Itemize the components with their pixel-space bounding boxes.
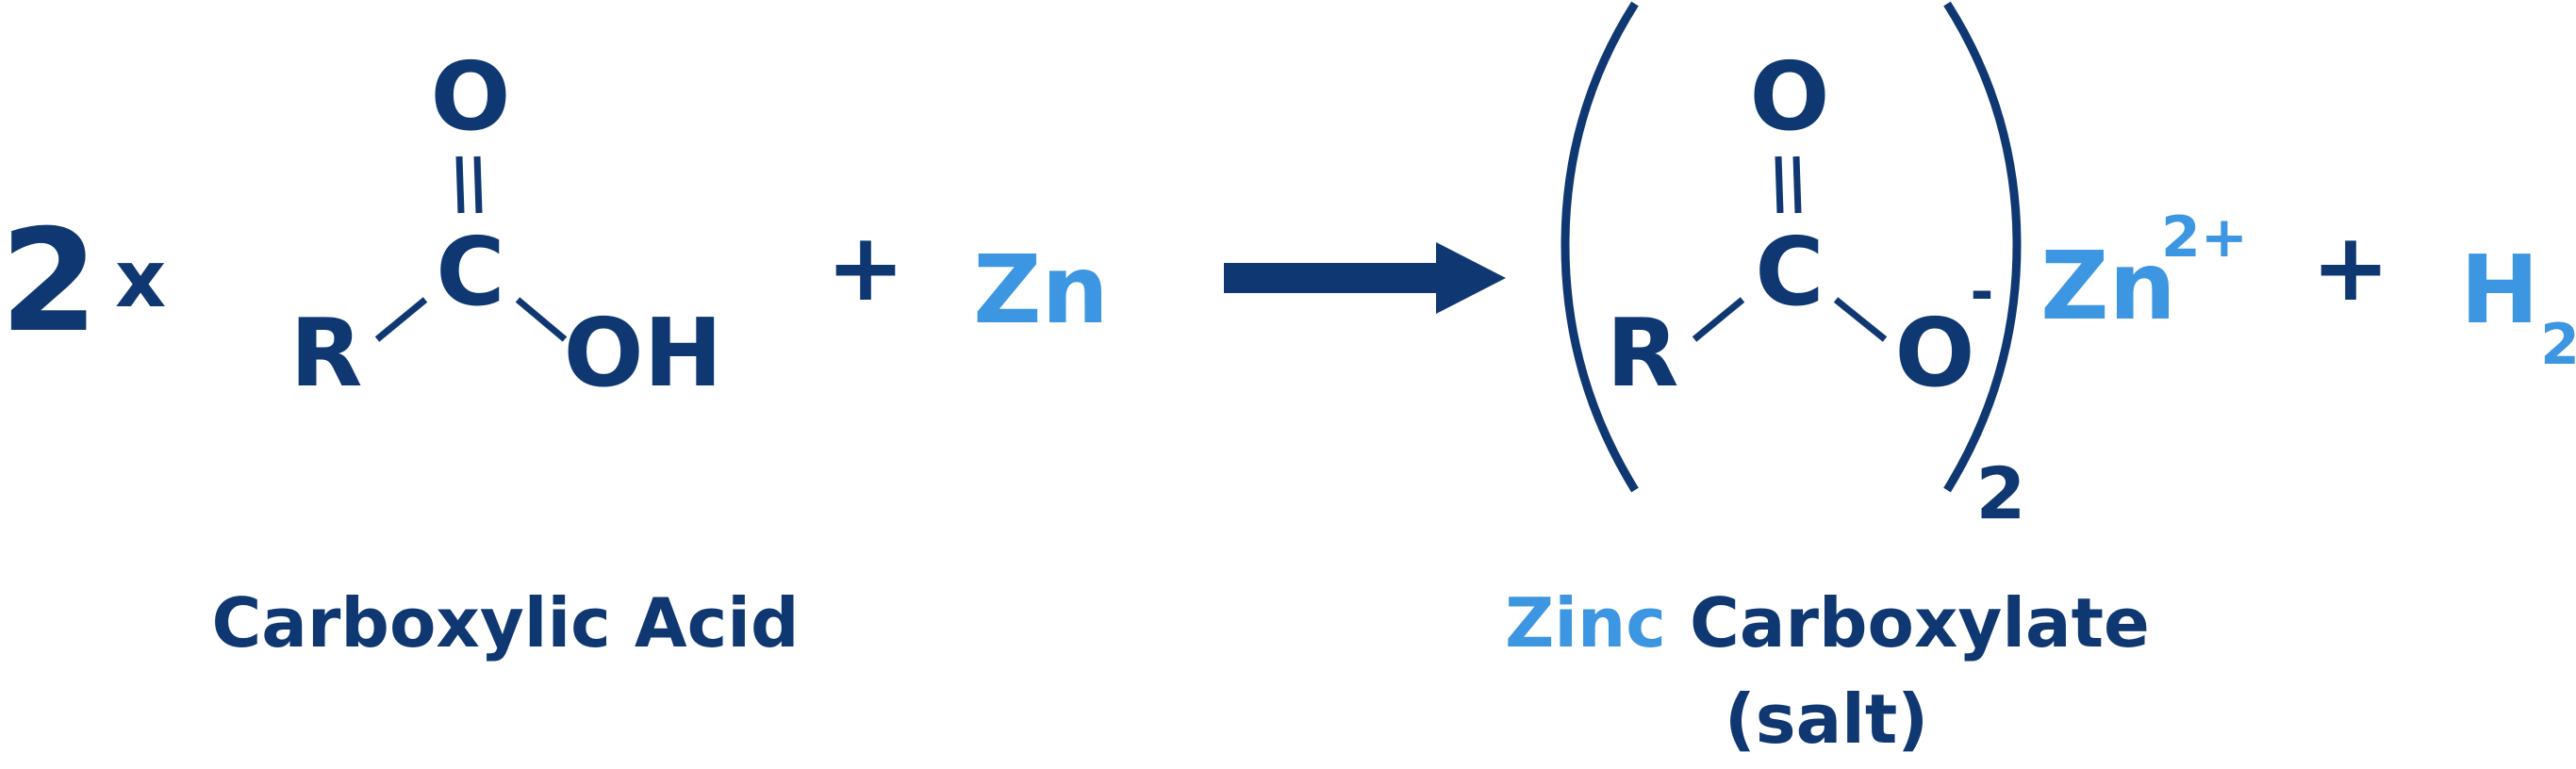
salt-bond-c-o [1833, 297, 1888, 342]
times-sign: x [115, 233, 166, 325]
zinc-ion-charge: 2+ [2161, 205, 2248, 270]
hydrogen-symbol: H [2460, 235, 2539, 345]
salt-name-label: Zinc Carboxylate [1505, 583, 2150, 663]
salt-subscript-2: 2 [1976, 451, 2026, 535]
acid-bond-r-c [374, 297, 428, 342]
acid-hydroxyl: OH [564, 298, 723, 408]
plus-sign-2: + [2311, 212, 2390, 322]
salt-double-bond-right [1792, 155, 1802, 214]
zinc-ion: Zn [2040, 231, 2176, 341]
acid-bond-c-oh [515, 297, 568, 342]
acid-carbonyl-oxygen: O [430, 41, 510, 152]
plus-sign-1: + [826, 212, 905, 322]
salt-type-label: (salt) [1725, 679, 1928, 759]
salt-carbon: C [1755, 217, 1824, 327]
right-parenthesis [1943, 1, 2022, 493]
zinc-reactant: Zn [973, 235, 1109, 345]
zinc-carboxylate-structure: O C R O - 2 [1560, 1, 2026, 535]
salt-double-bond-left [1775, 155, 1784, 214]
salt-bond-r-c [1692, 297, 1745, 342]
hydrogen-subscript: 2 [2540, 312, 2576, 378]
carboxylic-acid-structure: O C R OH [289, 41, 722, 408]
salt-oxygen-anion: O [1894, 298, 1974, 408]
reaction-arrow [1224, 242, 1506, 314]
salt-name-rest: Carboxylate [1690, 583, 2150, 663]
acid-name-label: Carboxylic Acid [211, 583, 799, 663]
coefficient: 2 [0, 200, 98, 364]
salt-negative-charge: - [1971, 259, 1994, 325]
acid-double-bond-right [473, 155, 483, 214]
salt-r-group: R [1606, 298, 1678, 408]
salt-name-highlight: Zinc [1505, 583, 1666, 663]
acid-r-group: R [289, 298, 362, 408]
left-parenthesis [1560, 1, 1639, 493]
acid-double-bond-left [455, 155, 465, 214]
acid-carbon: C [436, 217, 504, 327]
salt-carbonyl-oxygen: O [1749, 41, 1829, 152]
